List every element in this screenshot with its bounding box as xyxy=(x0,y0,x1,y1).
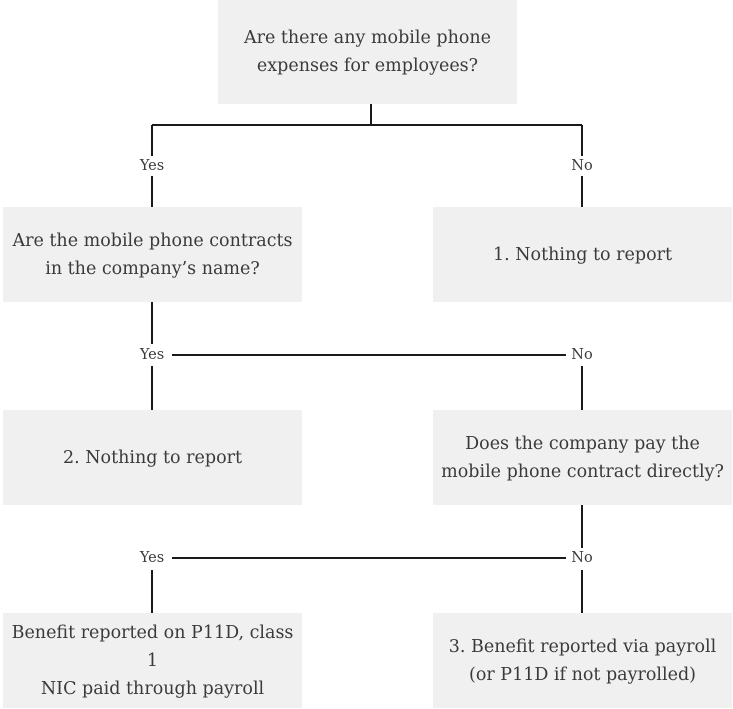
edge-label-q1-yes: Yes xyxy=(137,157,167,175)
result-benefit-p11d-class1: Benefit reported on P11D, class 1 NIC pa… xyxy=(3,613,302,708)
edge-label-q3-yes: Yes xyxy=(137,549,167,567)
edge-label-q1-no: No xyxy=(569,157,595,175)
question-mobile-expenses-line-2: expenses for employees? xyxy=(256,56,479,76)
result-benefit-p11d-class1-line-2: NIC paid through payroll xyxy=(40,678,265,699)
question-company-pays-directly: Does the company pay the mobile phone co… xyxy=(433,410,732,505)
result-nothing-to-report-2-line-1: 2. Nothing to report xyxy=(62,447,243,468)
result-benefit-via-payroll-3-line-1: 3. Benefit reported via payroll xyxy=(448,636,717,657)
question-mobile-expenses-line-1: Are there any mobile phone xyxy=(243,28,492,48)
question-company-pays-directly-line-1: Does the company pay the xyxy=(465,433,700,454)
result-nothing-to-report-2: 2. Nothing to report xyxy=(3,410,302,505)
question-mobile-expenses: Are there any mobile phone expenses for … xyxy=(218,0,517,104)
result-nothing-to-report-1: 1. Nothing to report xyxy=(433,207,732,302)
edge-label-q2-yes: Yes xyxy=(137,346,167,364)
result-benefit-via-payroll-3-line-2: (or P11D if not payrolled) xyxy=(469,664,696,685)
question-company-pays-directly-line-2: mobile phone contract directly? xyxy=(441,461,724,482)
result-nothing-to-report-1-line-1: 1. Nothing to report xyxy=(492,244,673,265)
question-contracts-company-name: Are the mobile phone contracts in the co… xyxy=(3,207,302,302)
question-contracts-company-name-line-1: Are the mobile phone contracts xyxy=(12,230,293,251)
question-contracts-company-name-line-2: in the company’s name? xyxy=(45,258,260,279)
result-benefit-via-payroll-3: 3. Benefit reported via payroll (or P11D… xyxy=(433,613,732,708)
edge-label-q2-no: No xyxy=(569,346,595,364)
edge-label-q3-no: No xyxy=(569,549,595,567)
result-benefit-p11d-class1-line-1: Benefit reported on P11D, class 1 xyxy=(11,622,294,671)
